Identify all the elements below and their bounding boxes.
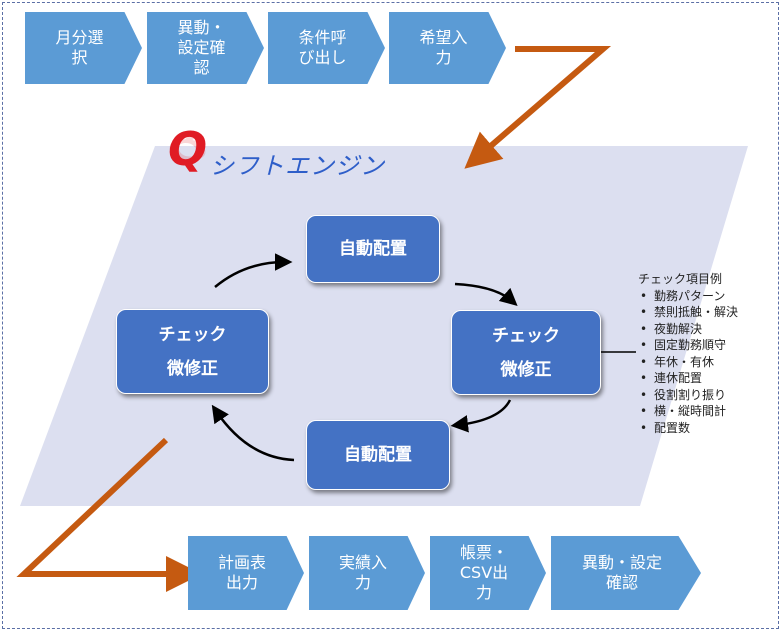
check-item: 夜勤解決 (640, 321, 738, 338)
top-step-2: 異動・ 設定確 認 (147, 12, 264, 84)
cycle-arrow-bottom-to-left (211, 404, 295, 462)
cycle-arrow-top-to-right (454, 282, 518, 306)
cycle-arrow-left-to-top (214, 253, 293, 288)
check-item: 配置数 (640, 420, 738, 437)
check-adjust-right: チェック 微修正 (451, 310, 601, 395)
auto-placement-top: 自動配置 (306, 215, 440, 283)
check-item: 禁則抵触・解決 (640, 304, 738, 321)
logo-initial: Q (168, 122, 208, 176)
logo-text: シフトエンジン (210, 152, 385, 180)
check-items-list: チェック項目例 勤務パターン 禁則抵触・解決 夜勤解決 固定勤務順守 年休・有休… (638, 271, 738, 436)
top-step-4: 希望入 力 (389, 12, 506, 84)
check-item: 役割割り振り (640, 387, 738, 404)
bottom-step-1: 計画表 出力 (188, 536, 304, 610)
check-item: 横・縦時間計 (640, 403, 738, 420)
cycle-arrow-right-to-bottom (450, 399, 512, 433)
top-step-3: 条件呼 び出し (268, 12, 385, 84)
bottom-step-2: 実績入 力 (309, 536, 425, 610)
check-item: 連休配置 (640, 370, 738, 387)
check-items-title: チェック項目例 (638, 272, 723, 286)
engine-plane (20, 146, 748, 506)
check-adjust-left: チェック 微修正 (116, 309, 269, 394)
bottom-step-3: 帳票・ CSV出 力 (430, 536, 546, 610)
check-item: 年休・有休 (640, 354, 738, 371)
bottom-step-4: 異動・設定 確認 (551, 536, 701, 610)
top-step-1: 月分選 択 (25, 12, 142, 84)
bottom-connector-arrow (16, 437, 202, 592)
check-item: 固定勤務順守 (640, 337, 738, 354)
check-item: 勤務パターン (640, 288, 738, 305)
auto-placement-bottom: 自動配置 (306, 420, 450, 490)
top-connector-arrow (464, 46, 612, 169)
